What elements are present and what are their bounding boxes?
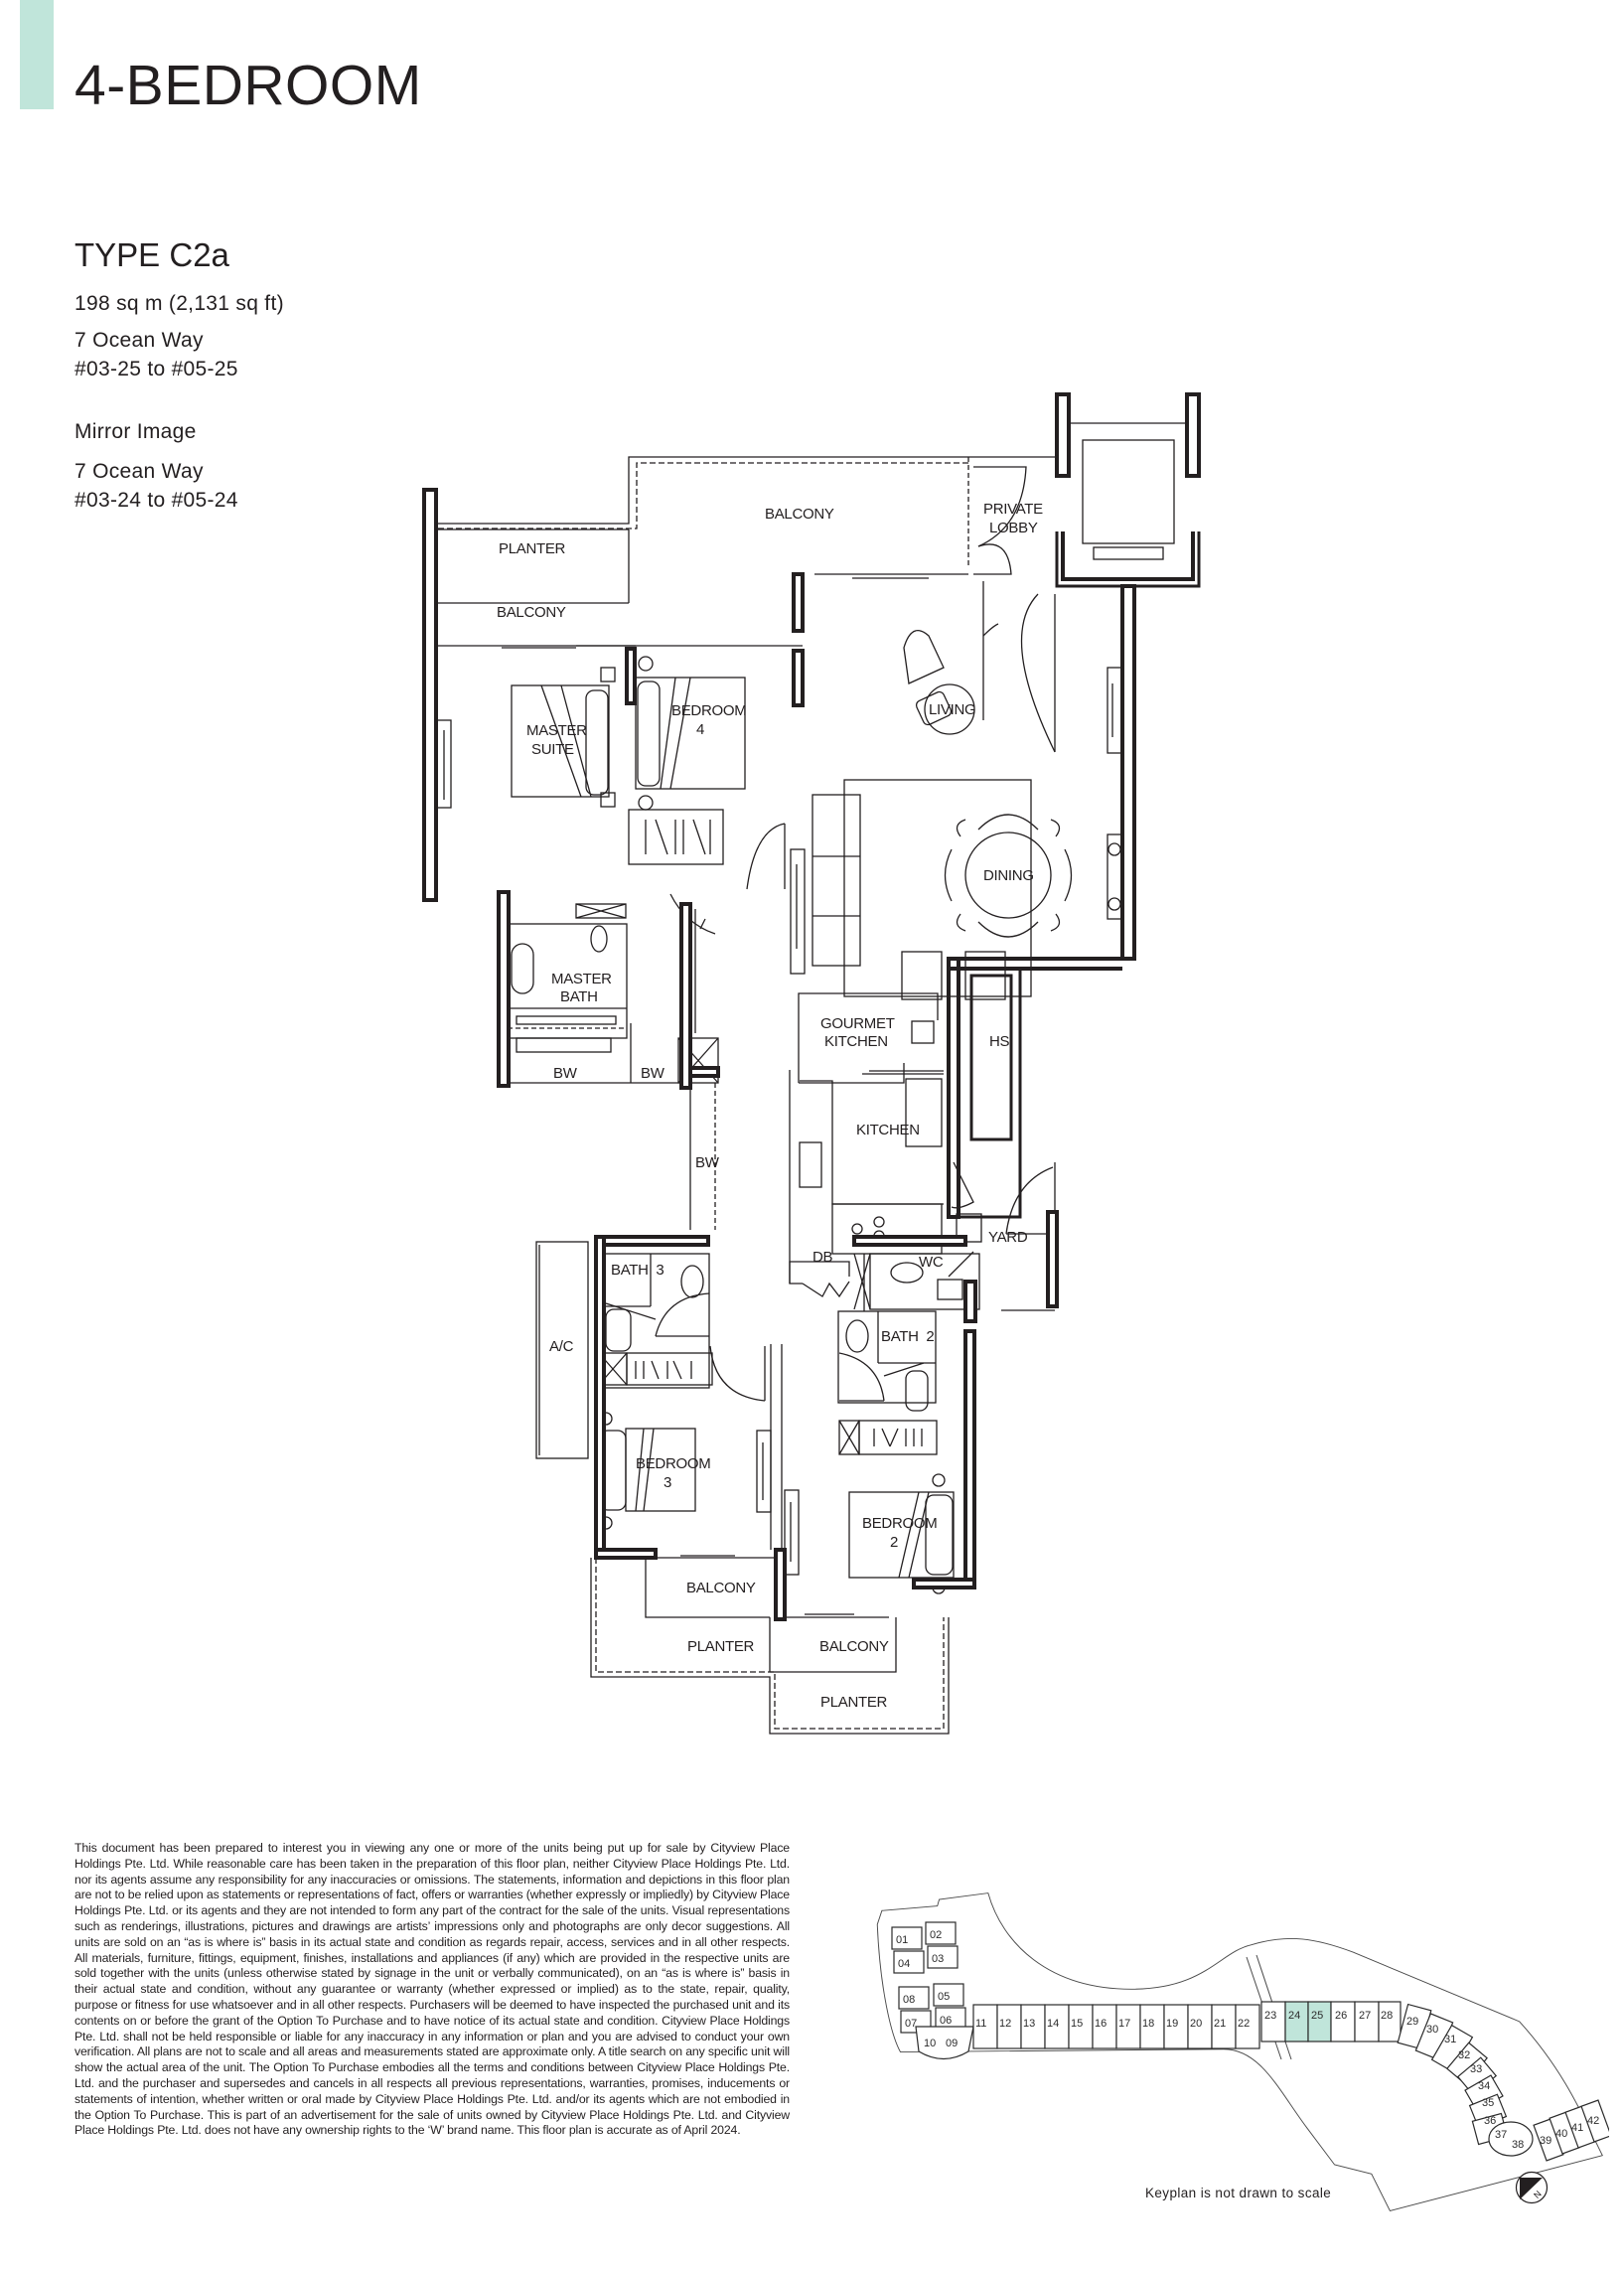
unit-area: 198 sq m (2,131 sq ft) [74, 292, 284, 315]
highlight-unit-25 [1307, 2001, 1332, 2042]
unit-06: 06 [940, 2015, 952, 2027]
unit-33: 33 [1470, 2063, 1482, 2075]
accent-bar [20, 0, 54, 109]
label-bath-2: BATH 2 [881, 1328, 934, 1345]
unit-41: 41 [1571, 2122, 1583, 2134]
keyplan: 01 02 03 04 05 06 07 08 09 10 11 12 13 1… [876, 1892, 1609, 2212]
unit-39: 39 [1540, 2135, 1551, 2147]
label-kitchen: KITCHEN [856, 1122, 920, 1138]
label-gourmet-kitchen: GOURMET [820, 1015, 895, 1032]
label-wc: WC [919, 1254, 944, 1271]
mirror-unit-range: #03-24 to #05-24 [74, 489, 238, 512]
unit-25: 25 [1311, 2010, 1323, 2022]
label-planter-bottom: PLANTER [820, 1694, 888, 1711]
unit-07: 07 [905, 2018, 917, 2030]
label-master-bath-2: BATH [560, 988, 598, 1005]
unit-38: 38 [1512, 2139, 1524, 2151]
disclaimer-text: This document has been prepared to inter… [74, 1841, 790, 2138]
label-yard: YARD [988, 1229, 1028, 1246]
label-balcony-bottom-right: BALCONY [819, 1638, 889, 1655]
unit-24: 24 [1288, 2010, 1300, 2022]
label-private-lobby-2: LOBBY [989, 520, 1038, 536]
label-bedroom-3-num: 3 [664, 1474, 671, 1491]
keyplan-unit-numbers: 01 02 03 04 05 06 07 08 09 10 11 12 13 1… [896, 1929, 1599, 2151]
unit-14: 14 [1047, 2018, 1059, 2030]
unit-03: 03 [932, 1953, 944, 1965]
label-db: DB [812, 1249, 833, 1266]
label-bw-1: BW [553, 1065, 578, 1082]
unit-27: 27 [1359, 2010, 1371, 2022]
unit-09: 09 [946, 2038, 958, 2049]
unit-23: 23 [1264, 2010, 1276, 2022]
unit-18: 18 [1142, 2018, 1154, 2030]
unit-42: 42 [1587, 2115, 1599, 2127]
mirror-address: 7 Ocean Way [74, 460, 204, 483]
label-balcony-left: BALCONY [497, 604, 566, 621]
unit-type: TYPE C2a [74, 236, 229, 273]
unit-16: 16 [1095, 2018, 1107, 2030]
label-hs: HS [989, 1033, 1010, 1050]
keyplan-caption: Keyplan is not drawn to scale [1145, 2186, 1332, 2200]
label-balcony-top: BALCONY [765, 506, 834, 523]
unit-08: 08 [903, 1994, 915, 2006]
unit-04: 04 [898, 1958, 910, 1970]
unit-22: 22 [1238, 2018, 1250, 2030]
unit-20: 20 [1190, 2018, 1202, 2030]
unit-31: 31 [1444, 2034, 1456, 2045]
label-bedroom-2: BEDROOM [862, 1515, 937, 1532]
floor-plan: PLANTER BALCONY BALCONY PRIVATE LOBBY MA… [422, 392, 1201, 1735]
label-bedroom-3: BEDROOM [636, 1455, 710, 1472]
unit-28: 28 [1381, 2010, 1393, 2022]
label-living: LIVING [929, 701, 975, 718]
unit-40: 40 [1555, 2128, 1567, 2140]
unit-10: 10 [924, 2038, 936, 2049]
label-ac: A/C [549, 1338, 574, 1355]
unit-15: 15 [1071, 2018, 1083, 2030]
unit-range: #03-25 to #05-25 [74, 358, 238, 380]
keyplan-units [891, 1921, 1609, 2162]
label-private-lobby: PRIVATE [983, 501, 1043, 518]
unit-30: 30 [1426, 2024, 1438, 2036]
label-bedroom-4-num: 4 [696, 721, 704, 738]
unit-12: 12 [999, 2018, 1011, 2030]
unit-37: 37 [1495, 2129, 1507, 2141]
north-label: N [1532, 2189, 1544, 2200]
mirror-image-label: Mirror Image [74, 420, 197, 443]
unit-13: 13 [1023, 2018, 1035, 2030]
unit-35: 35 [1482, 2097, 1494, 2109]
label-master-bath: MASTER [551, 971, 612, 987]
label-bw-2: BW [641, 1065, 665, 1082]
unit-36: 36 [1484, 2115, 1496, 2127]
label-master-suite: MASTER [526, 722, 587, 739]
unit-02: 02 [930, 1929, 942, 1941]
walls [422, 392, 1201, 1621]
north-arrow-icon: N [1515, 2171, 1549, 2204]
label-gourmet-kitchen-2: KITCHEN [824, 1033, 888, 1050]
unit-01: 01 [896, 1934, 908, 1946]
label-master-suite-2: SUITE [531, 741, 574, 758]
unit-34: 34 [1478, 2080, 1490, 2092]
label-bedroom-2-num: 2 [890, 1534, 898, 1551]
unit-19: 19 [1166, 2018, 1178, 2030]
lift-icon [1069, 422, 1187, 560]
unit-05: 05 [938, 1991, 950, 2003]
unit-29: 29 [1406, 2016, 1418, 2028]
unit-17: 17 [1118, 2018, 1130, 2030]
page-title: 4-BEDROOM [74, 54, 422, 117]
label-bedroom-4: BEDROOM [671, 702, 746, 719]
label-planter-bottom-left: PLANTER [687, 1638, 755, 1655]
unit-21: 21 [1214, 2018, 1226, 2030]
room-labels: PLANTER BALCONY BALCONY PRIVATE LOBBY MA… [497, 501, 1043, 1711]
label-bath-3: BATH 3 [611, 1262, 664, 1279]
highlight-unit-24 [1284, 2001, 1309, 2042]
unit-26: 26 [1335, 2010, 1347, 2022]
label-dining: DINING [983, 867, 1034, 884]
label-planter-top: PLANTER [499, 540, 566, 557]
unit-32: 32 [1458, 2049, 1470, 2061]
unit-address: 7 Ocean Way [74, 329, 204, 352]
label-bw-3: BW [695, 1154, 720, 1171]
site-boundary [876, 1892, 1603, 2212]
unit-11: 11 [975, 2018, 986, 2030]
label-balcony-bottom-left: BALCONY [686, 1580, 756, 1596]
